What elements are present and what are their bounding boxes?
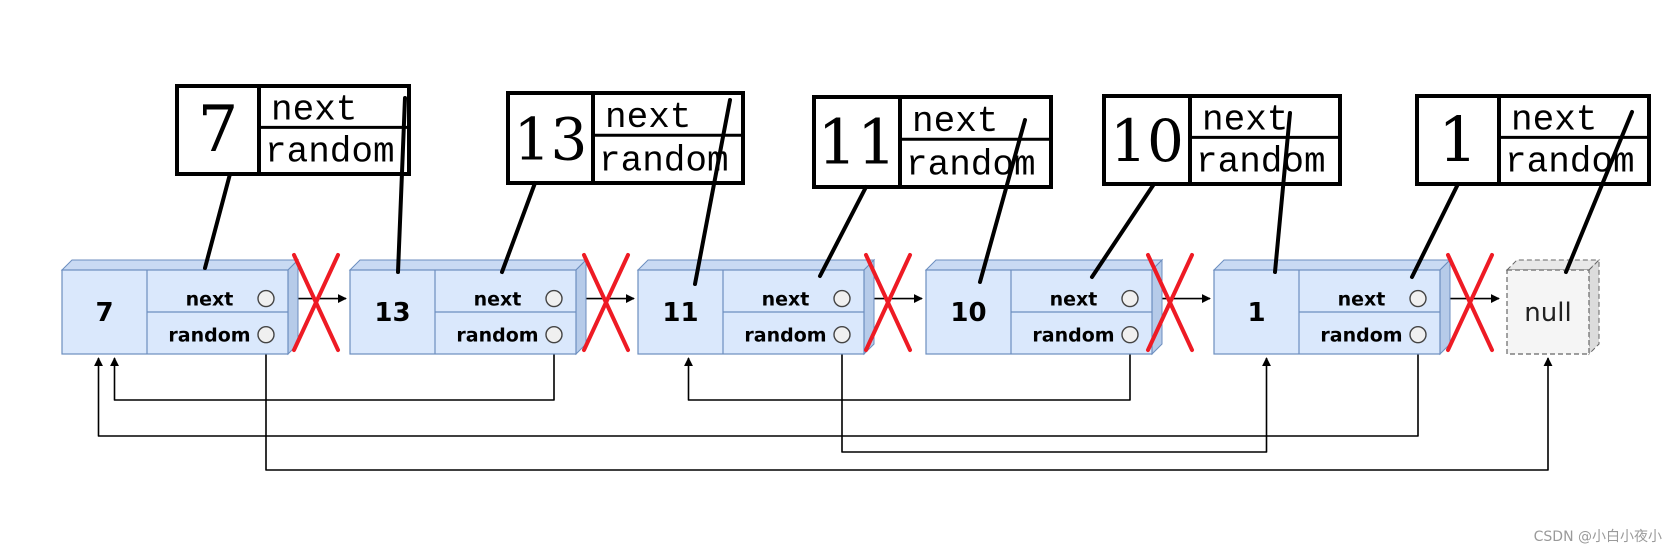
cross-stroke bbox=[1146, 253, 1194, 352]
next-port-circle bbox=[1409, 289, 1427, 308]
copy-label-random: random bbox=[265, 132, 395, 173]
node-random-label: random bbox=[456, 325, 538, 347]
copy-label-random: random bbox=[1196, 142, 1326, 183]
node-value: 11 bbox=[662, 298, 698, 328]
random-arrow-11-to-1 bbox=[841, 343, 1271, 453]
copy-label-value: 10 bbox=[1110, 107, 1184, 175]
list-node-11: 11 next random bbox=[636, 258, 876, 356]
leader-line bbox=[203, 172, 232, 270]
random-arrow-10-to-11 bbox=[684, 343, 1131, 401]
node-next-label: next bbox=[474, 289, 522, 311]
leader-line bbox=[1090, 182, 1156, 279]
random-port-circle bbox=[1121, 325, 1139, 344]
broken-link-cross bbox=[292, 253, 340, 352]
leader-line bbox=[1273, 111, 1292, 274]
node-top-face bbox=[924, 259, 1164, 271]
node-value: 7 bbox=[95, 298, 113, 328]
node-side-face bbox=[575, 258, 587, 356]
copy-label-value: 11 bbox=[818, 106, 897, 179]
next-port-circle bbox=[545, 289, 563, 308]
null-label: null bbox=[1524, 298, 1571, 328]
leader-line bbox=[1564, 110, 1634, 274]
null-side-face bbox=[1588, 258, 1600, 356]
next-port-circle bbox=[257, 289, 275, 308]
copy-label-random: random bbox=[599, 140, 729, 181]
random-arrow-1-to-7 bbox=[94, 343, 1419, 437]
random-arrow-13-to-7 bbox=[110, 343, 555, 401]
copy-label-next: next bbox=[605, 97, 691, 138]
copy-label-next: next bbox=[1202, 99, 1288, 140]
node-top-face bbox=[348, 259, 588, 271]
leader-line bbox=[693, 98, 732, 286]
node-top-face bbox=[60, 259, 300, 271]
broken-link-cross bbox=[864, 253, 912, 352]
node-random-label: random bbox=[1032, 325, 1114, 347]
random-arrow-7-to-null bbox=[265, 343, 1553, 471]
node-value: 13 bbox=[374, 298, 410, 328]
copy-label-value: 7 bbox=[198, 93, 239, 167]
broken-link-cross bbox=[1446, 253, 1494, 352]
node-next-label: next bbox=[1338, 289, 1386, 311]
leader-line bbox=[500, 181, 537, 274]
copy-label-next: next bbox=[1511, 99, 1597, 140]
cross-stroke bbox=[1446, 253, 1494, 352]
cross-stroke bbox=[292, 253, 340, 352]
list-node-7: 7 next random bbox=[60, 258, 300, 356]
node-next-label: next bbox=[1050, 289, 1098, 311]
copy-label-next: next bbox=[271, 89, 357, 130]
random-port-circle bbox=[257, 325, 275, 344]
copy-label-frame bbox=[506, 91, 745, 185]
copy-label-frame bbox=[175, 84, 411, 176]
copy-label-frame bbox=[1102, 94, 1342, 186]
cross-stroke bbox=[864, 253, 912, 352]
leader-line bbox=[396, 96, 407, 274]
list-node-10: 10 next random bbox=[924, 258, 1164, 356]
list-node-13: 13 next random bbox=[348, 258, 588, 356]
node-random-label: random bbox=[744, 325, 826, 347]
node-value: 1 bbox=[1247, 298, 1265, 328]
node-random-label: random bbox=[168, 325, 250, 347]
node-value: 10 bbox=[950, 298, 986, 328]
node-next-label: next bbox=[186, 289, 234, 311]
copy-label-value: 1 bbox=[1438, 103, 1477, 176]
null-top-face bbox=[1505, 259, 1601, 271]
random-port-circle bbox=[545, 325, 563, 344]
node-random-label: random bbox=[1320, 325, 1402, 347]
random-port-circle bbox=[833, 325, 851, 344]
broken-link-cross bbox=[1146, 253, 1194, 352]
node-side-face bbox=[1439, 258, 1451, 356]
null-front-face bbox=[1506, 269, 1590, 355]
leader-line bbox=[1410, 182, 1460, 279]
node-next-label: next bbox=[762, 289, 810, 311]
null-node: null bbox=[1505, 258, 1601, 356]
next-port-circle bbox=[1121, 289, 1139, 308]
copy-label-value: 13 bbox=[514, 106, 588, 174]
broken-link-cross bbox=[582, 253, 630, 352]
leader-line bbox=[818, 185, 868, 278]
copy-label-next: next bbox=[912, 101, 998, 142]
watermark: CSDN @小白小夜小 bbox=[1533, 529, 1662, 545]
cross-stroke bbox=[582, 253, 630, 352]
leader-line bbox=[978, 118, 1027, 284]
random-port-circle bbox=[1409, 325, 1427, 344]
next-port-circle bbox=[833, 289, 851, 308]
list-node-1: 1 next random bbox=[1212, 258, 1452, 356]
node-top-face bbox=[636, 259, 876, 271]
